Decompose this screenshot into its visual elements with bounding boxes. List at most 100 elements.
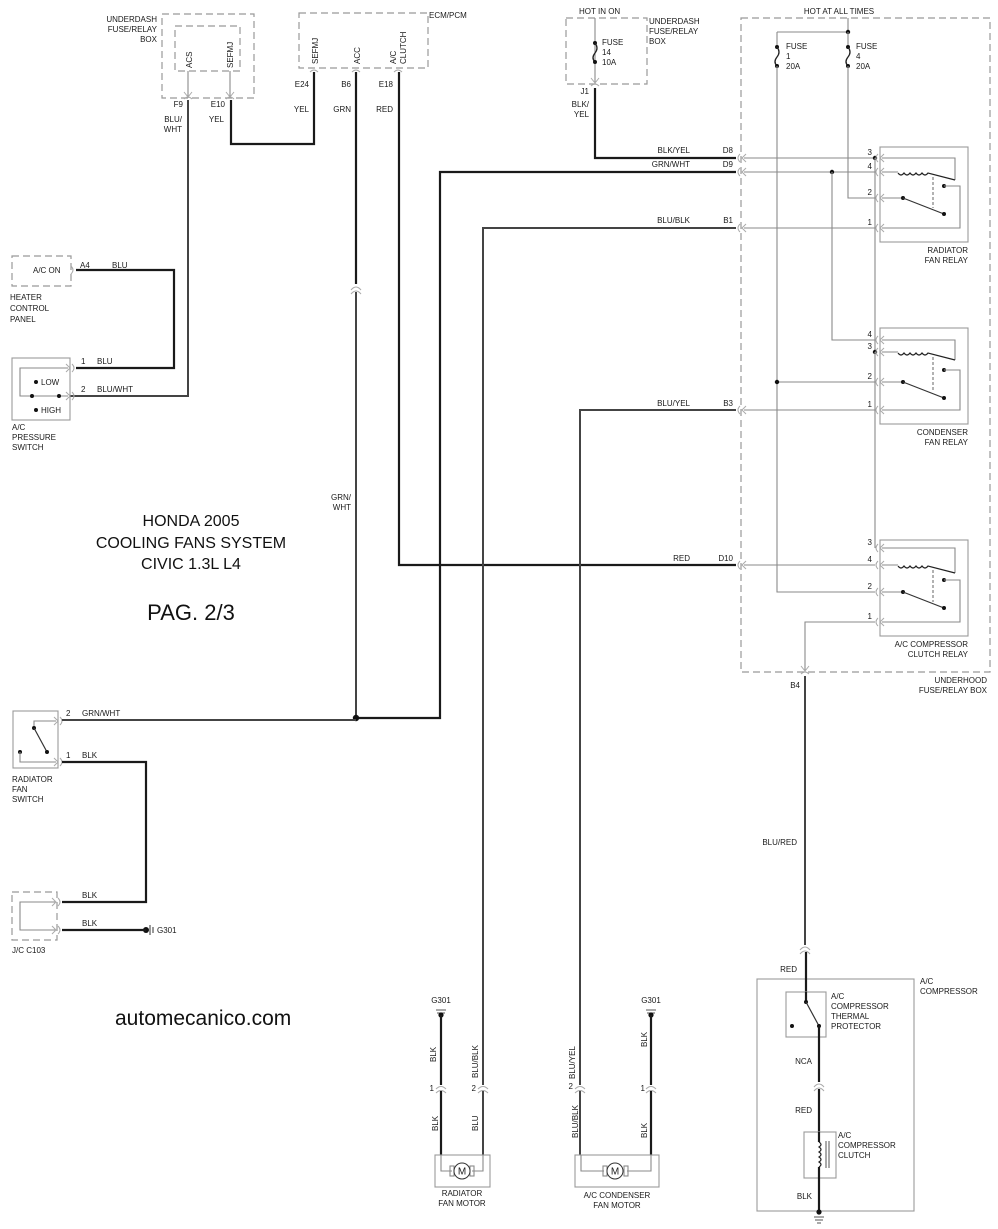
wire-color: BLU bbox=[471, 1115, 480, 1131]
wire-color: BLK bbox=[429, 1046, 438, 1062]
underhood-fuse-relay-box: HOT AT ALL TIMES UNDERHOOD FUSE/RELAY BO… bbox=[740, 7, 991, 695]
component-label: A/C CONDENSER bbox=[584, 1191, 651, 1200]
wire-grn-wht-d9 bbox=[356, 170, 736, 720]
component-label: PROTECTOR bbox=[831, 1022, 881, 1031]
component-label: A/C bbox=[12, 423, 26, 432]
wire-color: BLK bbox=[640, 1122, 649, 1138]
hot-in-on-label: HOT IN ON bbox=[579, 7, 620, 16]
box-label: FUSE/RELAY bbox=[649, 27, 699, 36]
position-low: LOW bbox=[41, 378, 60, 387]
relay-pin-number: 3 bbox=[868, 342, 873, 351]
wire-color: GRN/WHT bbox=[82, 709, 120, 718]
wire-color: RED bbox=[673, 554, 690, 563]
relay-switch-icon bbox=[902, 381, 945, 399]
wire-color: BLU/RED bbox=[762, 838, 797, 847]
pin-2: 2 bbox=[472, 1084, 477, 1093]
pin-1: 1 bbox=[81, 357, 86, 366]
component-label: SWITCH bbox=[12, 795, 44, 804]
connector-b4: B4 bbox=[790, 681, 800, 690]
relay-switch-icon bbox=[902, 591, 945, 609]
pin-1: 1 bbox=[641, 1084, 646, 1093]
wire-color: BLU/BLK bbox=[571, 1104, 580, 1138]
fuse-number: 1 bbox=[786, 52, 791, 61]
fuse-rating: 20A bbox=[786, 62, 801, 71]
wire-color: BLK bbox=[797, 1192, 813, 1201]
component-label: PRESSURE bbox=[12, 433, 56, 442]
relay-pin-number: 4 bbox=[868, 162, 873, 171]
wire-color: BLK bbox=[640, 1031, 649, 1047]
relay-pin-number: 2 bbox=[868, 372, 873, 381]
wire-red-clutch bbox=[397, 72, 736, 567]
pin-ac-clutch: A/C bbox=[389, 50, 398, 64]
fuse-label: FUSE bbox=[602, 38, 623, 47]
wire-blk-switch bbox=[62, 760, 148, 904]
connector-b6: B6 bbox=[341, 80, 351, 89]
wire-color: BLU/BLK bbox=[471, 1044, 480, 1078]
relay-switch-icon bbox=[902, 197, 945, 215]
connector-j1: J1 bbox=[581, 87, 590, 96]
relay-coil-icon bbox=[897, 565, 956, 574]
wire-blu-wht bbox=[66, 100, 189, 397]
ground-icon bbox=[814, 1209, 824, 1224]
wire-color: BLK bbox=[82, 751, 98, 760]
fuse-4-icon bbox=[845, 32, 851, 68]
site-watermark: automecanico.com bbox=[115, 1007, 291, 1030]
title-system: COOLING FANS SYSTEM bbox=[96, 535, 286, 552]
wire-blu-blk bbox=[482, 227, 736, 1085]
motor-icon: M bbox=[453, 1162, 471, 1180]
motor-symbol: M bbox=[611, 1167, 619, 1178]
component-label: CONTROL bbox=[10, 304, 50, 313]
relay-label: FAN RELAY bbox=[925, 438, 969, 447]
pin-1: 1 bbox=[66, 751, 71, 760]
relay-label: RADIATOR bbox=[927, 246, 968, 255]
wire-color: YEL bbox=[294, 105, 310, 114]
component-label: RADIATOR bbox=[12, 775, 53, 784]
pin-sefmj: SEFMJ bbox=[226, 42, 235, 68]
pin-1: 1 bbox=[430, 1084, 435, 1093]
wire-color: WHT bbox=[333, 503, 351, 512]
ground-g301: G301 bbox=[641, 996, 661, 1005]
relay-label: CLUTCH RELAY bbox=[908, 650, 969, 659]
connector-f9: F9 bbox=[174, 100, 184, 109]
relay-label: CONDENSER bbox=[917, 428, 968, 437]
component-label: A/C bbox=[920, 977, 934, 986]
underdash-fuse-relay-box-right: HOT IN ON UNDERDASH FUSE/RELAY BOX FUSE … bbox=[565, 7, 700, 119]
underdash-fuse-relay-box-left: UNDERDASH FUSE/RELAY BOX ACS SEFMJ F9 E1… bbox=[106, 13, 255, 134]
relay-coil-icon bbox=[897, 352, 956, 361]
wire-color: RED bbox=[780, 965, 797, 974]
connector-a4: A4 bbox=[80, 261, 90, 270]
fuse-rating: 10A bbox=[602, 58, 617, 67]
relay-coil-icon bbox=[897, 172, 956, 181]
box-label: BOX bbox=[649, 37, 667, 46]
pin-ac-on: A/C ON bbox=[33, 266, 61, 275]
wire-color: BLK/YEL bbox=[658, 146, 691, 155]
title-block: HONDA 2005 COOLING FANS SYSTEM CIVIC 1.3… bbox=[96, 513, 291, 1030]
component-label: J/C C103 bbox=[12, 946, 46, 955]
condenser-fan-motor: G301 BLU/YEL BLK 2 1 BLU/BLK BLK M A/C C… bbox=[568, 996, 661, 1210]
relay-pin-number: 3 bbox=[868, 538, 873, 547]
ac-compressor: RED A/C COMPRESSOR A/C COMPRESSOR THERMA… bbox=[756, 952, 978, 1224]
wire-color: GRN/ bbox=[331, 493, 352, 502]
wire-color: BLU/YEL bbox=[568, 1046, 577, 1079]
ground-g301: G301 bbox=[431, 996, 451, 1005]
component-label: A/C bbox=[831, 992, 845, 1001]
wire-color: BLK bbox=[82, 891, 98, 900]
component-label: THERMAL bbox=[831, 1012, 870, 1021]
box-label: UNDERDASH bbox=[106, 15, 157, 24]
relay-pin-number: 1 bbox=[868, 612, 873, 621]
fuse-rating: 20A bbox=[856, 62, 871, 71]
relay-label: A/C COMPRESSOR bbox=[895, 640, 969, 649]
connector-e24: E24 bbox=[295, 80, 310, 89]
ecm-label: ECM/PCM bbox=[429, 11, 467, 20]
ac-pressure-switch: LOW HIGH 1 BLU 2 BLU/WHT A/C PRESSURE SW… bbox=[11, 357, 133, 452]
box-label: FUSE/RELAY BOX bbox=[919, 686, 988, 695]
wire-color: NCA bbox=[795, 1057, 813, 1066]
wire-color: BLK/ bbox=[572, 100, 590, 109]
component-label: FAN MOTOR bbox=[593, 1201, 641, 1210]
box-label: BOX bbox=[140, 35, 158, 44]
wire-color: BLU bbox=[112, 261, 128, 270]
component-label: HEATER bbox=[10, 293, 42, 302]
